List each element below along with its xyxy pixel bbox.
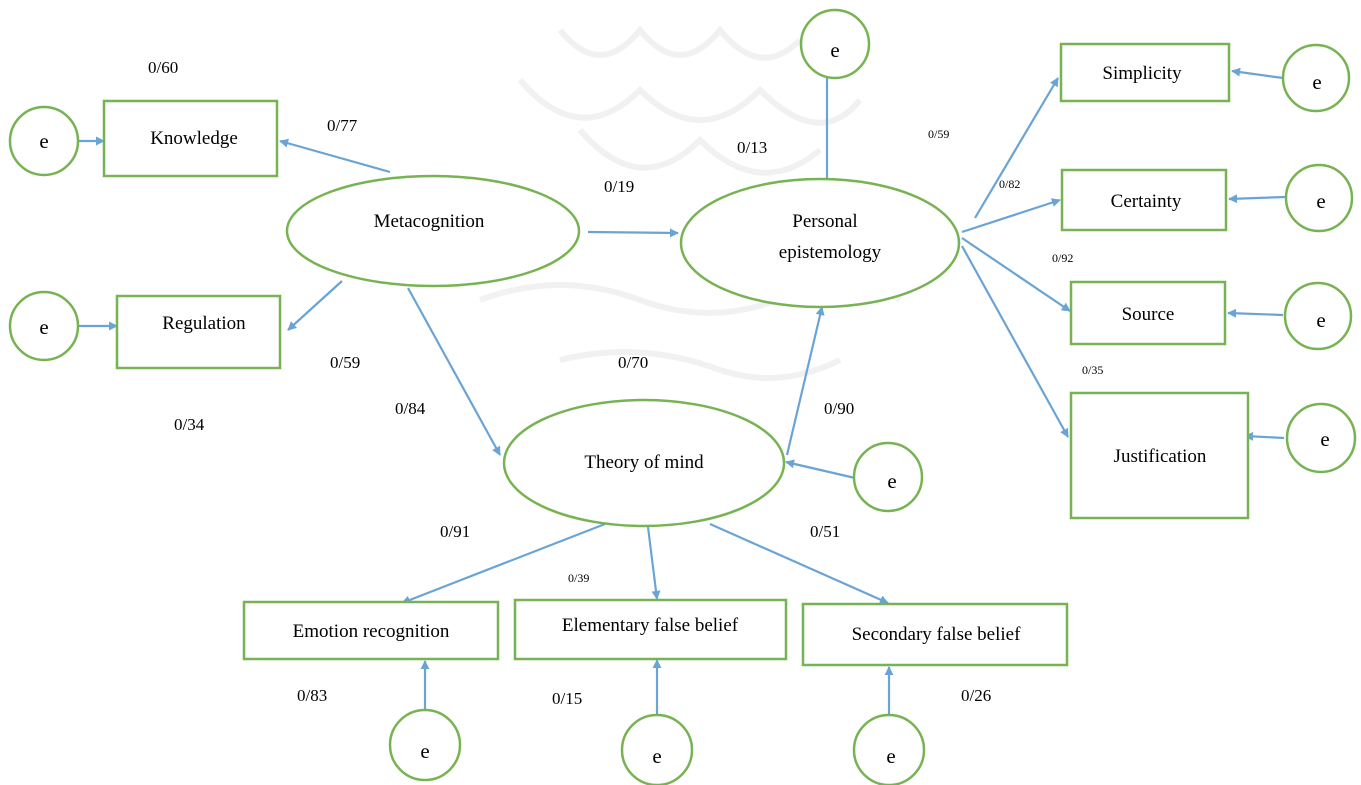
path-epistemology-justification bbox=[961, 245, 1069, 438]
path-error-simplicity bbox=[1231, 67, 1284, 80]
error-label: e bbox=[420, 739, 429, 763]
coefficient: 0/39 bbox=[568, 571, 589, 585]
path-epistemology-certainty bbox=[961, 198, 1061, 234]
coefficient: 0/59 bbox=[330, 353, 360, 372]
error-circle-secondary-false-belief bbox=[852, 713, 926, 785]
indicator-box-regulation bbox=[115, 294, 282, 370]
coefficient: 0/83 bbox=[297, 686, 327, 705]
coefficient: 0/60 bbox=[148, 58, 178, 77]
latent-theory-of-mind bbox=[502, 398, 786, 528]
label-knowledge: Knowledge bbox=[150, 128, 238, 149]
label-personal-epistemology-line1: Personal bbox=[792, 211, 857, 232]
path-error-justification bbox=[1244, 431, 1285, 441]
indicator-box-secondary-false-belief bbox=[801, 602, 1069, 667]
indicator-box-elementary-false-belief bbox=[513, 598, 788, 661]
label-certainty: Certainty bbox=[1111, 191, 1182, 212]
path-error-theory-of-mind bbox=[785, 459, 856, 480]
error-circle-theory-of-mind bbox=[852, 441, 924, 513]
error-label: e bbox=[887, 469, 896, 493]
error-label: e bbox=[830, 38, 839, 62]
coefficient: 0/82 bbox=[999, 177, 1020, 191]
error-label: e bbox=[1316, 308, 1325, 332]
error-circle-regulation bbox=[8, 290, 80, 362]
label-source: Source bbox=[1122, 304, 1175, 325]
label-elementary-false-belief: Elementary false belief bbox=[562, 615, 739, 636]
label-personal-epistemology-line2: epistemology bbox=[779, 242, 882, 263]
coefficient: 0/77 bbox=[327, 116, 358, 135]
coefficient: 0/91 bbox=[440, 522, 470, 541]
label-secondary-false-belief: Secondary false belief bbox=[852, 624, 1021, 645]
coefficient: 0/59 bbox=[928, 127, 949, 141]
indicator-box-emotion-recognition bbox=[242, 600, 500, 661]
coefficient: 0/34 bbox=[174, 415, 205, 434]
error-label: e bbox=[886, 744, 895, 768]
path-error-source bbox=[1227, 308, 1284, 318]
path-tom-secondary-false-belief bbox=[709, 522, 889, 605]
error-label: e bbox=[39, 315, 48, 339]
path-error-certainty bbox=[1228, 194, 1286, 204]
error-circle-certainty bbox=[1284, 163, 1354, 233]
error-circle-emotion-recognition bbox=[388, 708, 462, 782]
error-label: e bbox=[39, 129, 48, 153]
path-metacognition-theory-of-mind bbox=[407, 287, 501, 456]
error-circle-source bbox=[1283, 281, 1353, 351]
coefficient: 0/92 bbox=[1052, 251, 1073, 265]
indicator-box-justification bbox=[1069, 391, 1250, 520]
latent-personal-epistemology bbox=[679, 177, 961, 309]
error-circle-justification bbox=[1285, 402, 1357, 474]
indicator-box-knowledge bbox=[102, 99, 279, 178]
coefficient: 0/15 bbox=[552, 689, 582, 708]
label-regulation: Regulation bbox=[162, 313, 246, 334]
coefficient: 0/70 bbox=[618, 353, 648, 372]
indicator-box-certainty bbox=[1060, 168, 1228, 232]
path-metacognition-knowledge bbox=[279, 138, 391, 174]
indicator-box-simplicity bbox=[1059, 42, 1231, 103]
label-metacognition: Metacognition bbox=[374, 211, 485, 232]
error-label: e bbox=[1312, 70, 1321, 94]
coefficient: 0/35 bbox=[1082, 363, 1103, 377]
coefficient: 0/90 bbox=[824, 399, 854, 418]
path-epistemology-source bbox=[961, 237, 1071, 312]
latent-metacognition bbox=[285, 174, 581, 288]
coefficient: 0/51 bbox=[810, 522, 840, 541]
label-emotion-recognition: Emotion recognition bbox=[293, 621, 450, 642]
path-tom-elementary-false-belief bbox=[646, 526, 661, 600]
coefficient: 0/84 bbox=[395, 399, 426, 418]
path-tom-emotion-recognition bbox=[401, 522, 606, 605]
error-circle-elementary-false-belief bbox=[620, 713, 694, 785]
label-justification: Justification bbox=[1114, 446, 1207, 467]
error-label: e bbox=[1316, 189, 1325, 213]
label-simplicity: Simplicity bbox=[1102, 63, 1182, 84]
coefficient: 0/13 bbox=[737, 138, 767, 157]
error-label: e bbox=[652, 744, 661, 768]
error-label: e bbox=[1320, 427, 1329, 451]
error-circle-knowledge bbox=[8, 105, 80, 177]
coefficient: 0/26 bbox=[961, 686, 991, 705]
coefficient: 0/19 bbox=[604, 177, 634, 196]
label-theory-of-mind: Theory of mind bbox=[584, 452, 704, 473]
path-theory-of-mind-epistemology bbox=[785, 306, 825, 456]
path-epistemology-simplicity bbox=[974, 77, 1059, 219]
error-circle-simplicity bbox=[1281, 43, 1351, 113]
error-circle-epistemology bbox=[799, 8, 871, 80]
indicator-box-source bbox=[1069, 280, 1227, 346]
path-metacognition-epistemology bbox=[587, 228, 679, 238]
path-metacognition-regulation bbox=[287, 280, 343, 331]
